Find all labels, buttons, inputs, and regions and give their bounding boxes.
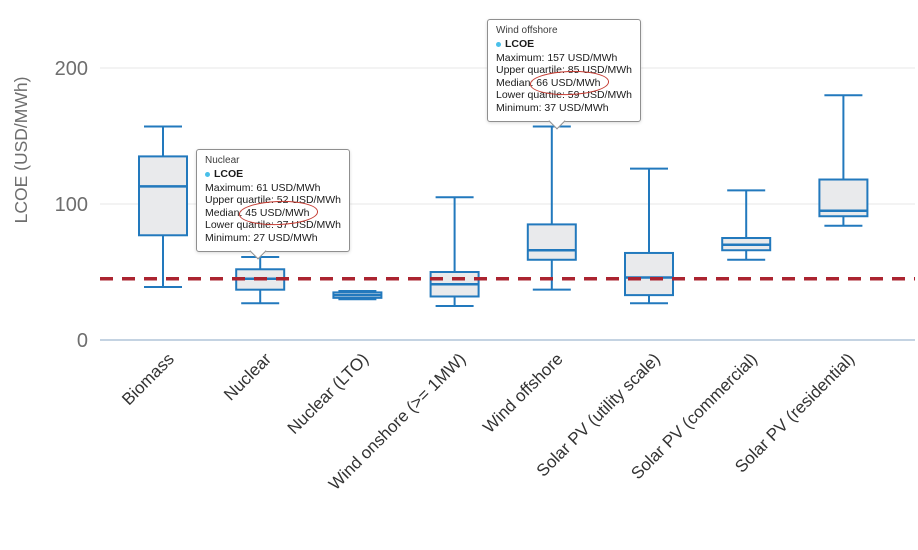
- median-circle-annotation: 66 USD/MWh: [536, 76, 601, 89]
- boxplot-wind-offshore[interactable]: [526, 125, 577, 291]
- boxplot-biomass[interactable]: [138, 125, 188, 288]
- y-axis-title: LCOE (USD/MWh): [11, 77, 31, 224]
- boxplot-solar-pv-utility-scale[interactable]: [624, 167, 674, 305]
- y-tick-label: 200: [55, 58, 88, 80]
- tooltip-stat-row: Minimum: 37 USD/MWh: [496, 101, 609, 114]
- x-category-label-wind-offshore: Wind offshore: [479, 349, 566, 436]
- tooltip-stat-row: Minimum: 27 USD/MWh: [205, 231, 318, 244]
- tooltip-stat-row: Upper quartile: 85 USD/MWh: [496, 64, 632, 77]
- series-name: LCOE: [505, 38, 535, 50]
- iqr-box: [624, 251, 674, 297]
- x-category-label-nuclear-lto: Nuclear (LTO): [284, 349, 372, 437]
- series-name: LCOE: [214, 168, 244, 180]
- iqr-box: [526, 223, 577, 261]
- tooltip-stat-row: Median: 45 USD/MWh: [205, 206, 310, 219]
- tooltip-stat-row: Median: 66 USD/MWh: [496, 76, 601, 89]
- median-circle-annotation: 45 USD/MWh: [245, 206, 310, 219]
- iqr-box: [138, 155, 188, 237]
- tooltip-series-row: LCOE: [496, 38, 632, 51]
- tooltip-stat-row: Lower quartile: 59 USD/MWh: [496, 89, 632, 102]
- boxplot-wind-onshore-1mw[interactable]: [429, 196, 480, 307]
- tooltip-title: Wind offshore: [496, 25, 558, 36]
- x-category-label-biomass: Biomass: [118, 349, 178, 409]
- boxplot-solar-pv-residential[interactable]: [818, 94, 869, 227]
- boxplot-nuclear-lto[interactable]: [332, 290, 383, 301]
- tooltip-stat-row: Maximum: 157 USD/MWh: [496, 51, 618, 64]
- series-bullet-icon: [205, 171, 210, 177]
- tooltip-stat-row: Lower quartile: 37 USD/MWh: [205, 219, 341, 232]
- tooltip-title: Nuclear: [205, 155, 240, 166]
- x-category-label-nuclear: Nuclear: [220, 349, 275, 404]
- y-tick-label: 100: [55, 194, 88, 216]
- tooltip-series-row: LCOE: [205, 168, 341, 181]
- boxplot-solar-pv-commercial[interactable]: [721, 189, 772, 261]
- y-tick-label: 0: [77, 330, 88, 352]
- tooltip-stat-row: Upper quartile: 52 USD/MWh: [205, 194, 341, 207]
- tooltip-stat-row: Maximum: 61 USD/MWh: [205, 181, 321, 194]
- series-bullet-icon: [496, 41, 501, 47]
